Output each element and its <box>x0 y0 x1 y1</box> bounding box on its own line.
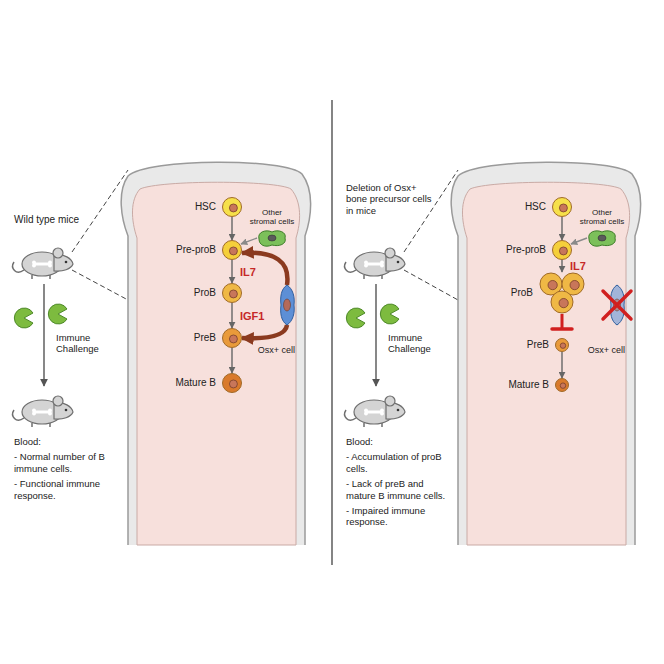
note-text: - Functional immune response. <box>14 478 118 501</box>
arrow-connector <box>571 238 587 244</box>
bone <box>451 162 640 545</box>
antigen <box>380 304 399 324</box>
note-text: - Normal number of B immune cells. <box>14 451 118 474</box>
challenge-arrow <box>375 284 376 386</box>
cell-label: Osx+ cell <box>258 345 295 355</box>
cell-shape <box>555 378 569 392</box>
b-cell: PreB <box>222 328 242 348</box>
zoom-line <box>72 170 128 300</box>
deletion-cross <box>603 291 631 319</box>
arrow-connector <box>562 217 563 240</box>
b-cell: PreB <box>555 338 569 352</box>
arrow-connector <box>562 260 563 272</box>
b-cell: Pre-proB <box>222 240 242 260</box>
note-text: Immune Challenge <box>388 332 450 355</box>
stromal-cell: Other stromal cells <box>587 229 617 247</box>
stromal-cell: Other stromal cells <box>257 229 287 247</box>
cell-shape <box>222 197 242 217</box>
mouse-icon <box>13 248 73 279</box>
cell-shape <box>587 229 617 247</box>
signal-label: IGF1 <box>240 310 264 322</box>
arrow-connector <box>562 352 563 378</box>
cell-shape <box>222 328 242 348</box>
antigen <box>346 308 365 328</box>
cell-shape <box>609 285 625 325</box>
b-cell: HSC <box>552 197 572 217</box>
cell-label: Other stromal cells <box>579 208 625 226</box>
signal-label: IL7 <box>570 260 586 272</box>
mouse-icon <box>345 248 405 279</box>
arrow-connector <box>242 325 287 338</box>
arrow-connector <box>232 303 233 328</box>
cell-shape <box>555 338 569 352</box>
cell-shape <box>222 283 242 303</box>
challenge-arrow <box>43 284 44 386</box>
mouse-icon <box>345 396 405 427</box>
cell-label: Osx+ cell <box>588 345 625 355</box>
arrow-connector <box>232 260 233 283</box>
note-text: Immune Challenge <box>56 332 118 355</box>
b-cell: Mature B <box>222 373 242 393</box>
note-text: Wild type mice <box>14 214 79 226</box>
cell-shape <box>222 240 242 260</box>
arrow-connector <box>241 238 257 244</box>
b-cell: HSC <box>222 197 242 217</box>
cell-label: HSC <box>195 201 216 213</box>
mouse-icon <box>13 396 73 427</box>
note-text: - Impaired immune response. <box>346 505 450 528</box>
osx-cell: Osx+ cell <box>609 285 625 325</box>
b-cell: ProB <box>222 283 242 303</box>
cell-label: HSC <box>525 201 546 213</box>
antigen <box>14 308 33 328</box>
cell-label: PreB <box>527 339 549 351</box>
arrow-connector <box>232 348 233 373</box>
cell-label: PreB <box>194 332 216 344</box>
cell-label: Mature B <box>175 377 216 389</box>
cell-shape <box>552 197 572 217</box>
cell-label: Other stromal cells <box>249 208 295 226</box>
antigen <box>48 304 67 324</box>
b-cell: Mature B <box>555 378 569 392</box>
panel-divider <box>331 100 332 565</box>
note-text: Deletion of Osx+ bone precursor cells in… <box>346 182 438 216</box>
cell-label: ProB <box>511 287 533 299</box>
inhibition-connector <box>552 314 572 329</box>
bone <box>121 162 310 545</box>
cell-label: ProB <box>194 287 216 299</box>
b-cell: ProB <box>539 272 585 314</box>
cell-shape <box>552 240 572 260</box>
arrow-connector <box>232 217 233 240</box>
cell-label: Mature B <box>508 379 549 391</box>
cell-shape <box>257 229 287 247</box>
cell-label: Pre-proB <box>176 244 216 256</box>
blood-summary: Blood: - Normal number of B immune cells.… <box>14 436 118 505</box>
note-text: - Lack of preB and mature B immune cells… <box>346 478 450 501</box>
note-text: Blood: <box>346 436 450 447</box>
cell-label: Pre-proB <box>506 244 546 256</box>
cell-shape <box>222 373 242 393</box>
b-cell: Pre-proB <box>552 240 572 260</box>
note-text: - Accumulation of proB cells. <box>346 451 450 474</box>
note-text: Blood: <box>14 436 118 447</box>
osx-cell: Osx+ cell <box>279 285 295 325</box>
blood-summary: Blood: - Accumulation of proB cells. - Lac… <box>346 436 450 532</box>
signal-label: IL7 <box>240 266 256 278</box>
cell-shape <box>279 285 295 325</box>
cell-shape <box>539 272 585 314</box>
